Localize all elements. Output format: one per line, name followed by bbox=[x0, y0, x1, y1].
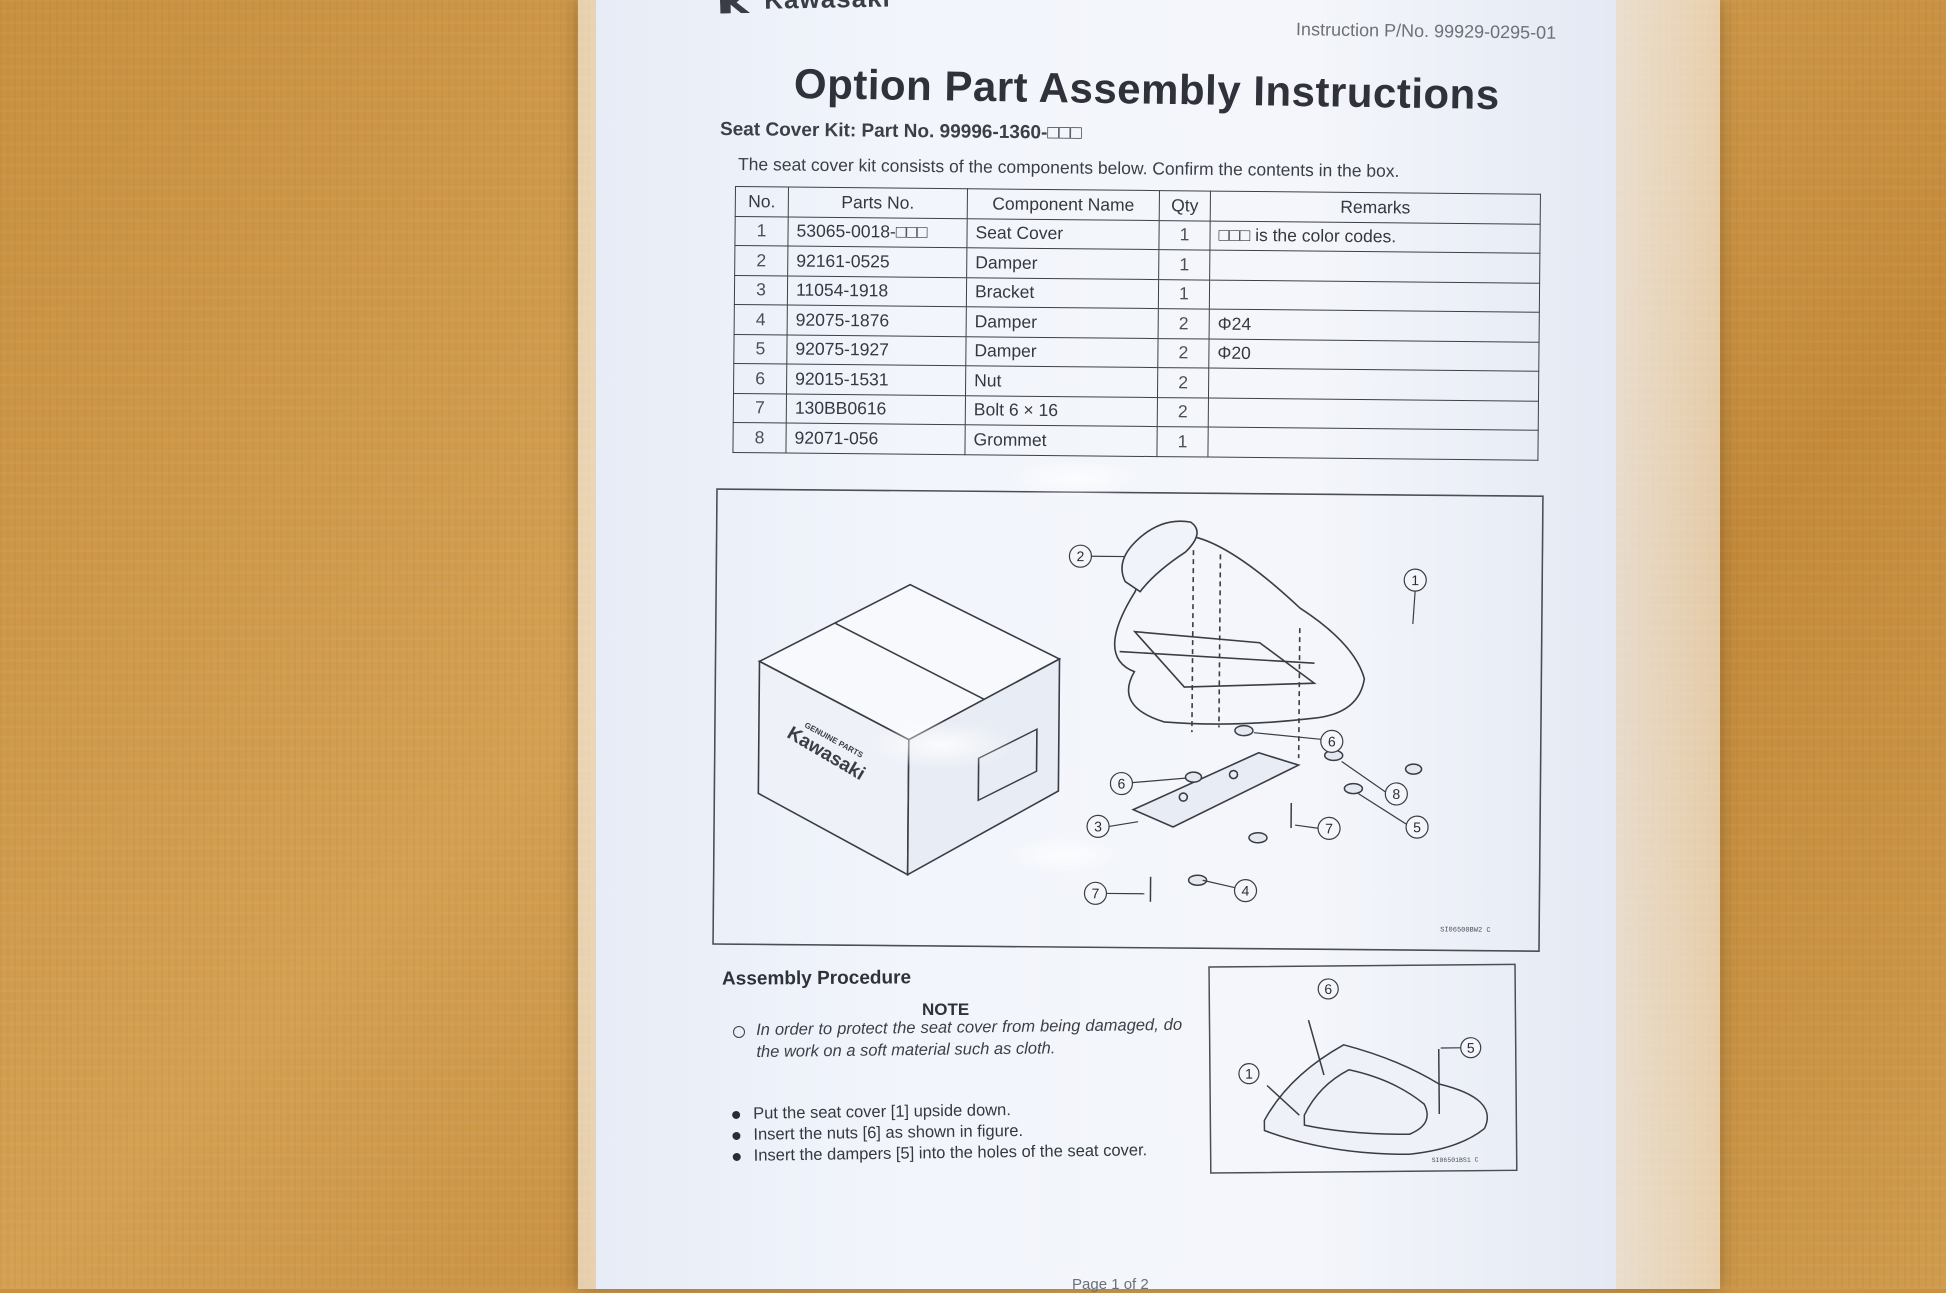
cell-parts-no: 92071-056 bbox=[786, 423, 965, 454]
svg-text:3: 3 bbox=[1094, 818, 1102, 834]
cell-qty: 1 bbox=[1159, 220, 1210, 250]
callout-5: 5 bbox=[1441, 1038, 1481, 1058]
cell-parts-no: 92075-1876 bbox=[787, 305, 966, 336]
kit-part-number: Seat Cover Kit: Part No. 99996-1360-□□□ bbox=[720, 119, 1082, 145]
callout-7a: 7 bbox=[1295, 817, 1340, 839]
cell-component-name: Nut bbox=[966, 366, 1158, 397]
page-title: Option Part Assembly Instructions bbox=[794, 60, 1500, 119]
cell-no: 7 bbox=[733, 393, 786, 423]
seat-cover-upside-down-figure: 6 5 1 SI06501BS1 C bbox=[1208, 963, 1518, 1174]
instruction-number: Instruction P/No. 99929-0295-01 bbox=[1296, 19, 1556, 44]
bullet-icon bbox=[733, 1152, 741, 1160]
instruction-sheet: Kawasaki Instruction P/No. 99929-0295-01… bbox=[596, 0, 1616, 1289]
parts-table: No. Parts No. Component Name Qty Remarks… bbox=[732, 186, 1541, 460]
cell-component-name: Damper bbox=[966, 307, 1158, 338]
page-footer: Page 1 of 2 bbox=[1072, 1276, 1149, 1293]
cell-parts-no: 92161-0525 bbox=[788, 246, 967, 277]
cell-component-name: Damper bbox=[966, 336, 1158, 367]
cell-component-name: Grommet bbox=[965, 425, 1157, 456]
svg-text:6: 6 bbox=[1328, 733, 1336, 749]
cell-remarks bbox=[1210, 250, 1540, 283]
cell-qty: 2 bbox=[1158, 338, 1209, 368]
cell-qty: 1 bbox=[1157, 427, 1208, 457]
callout-4: 4 bbox=[1202, 879, 1256, 901]
cell-qty: 1 bbox=[1158, 279, 1209, 309]
cell-qty: 2 bbox=[1157, 368, 1208, 398]
cell-component-name: Bolt 6 × 16 bbox=[965, 395, 1157, 426]
header-no: No. bbox=[735, 187, 788, 217]
header-qty: Qty bbox=[1159, 191, 1210, 221]
bracket-illustration bbox=[1133, 752, 1299, 828]
cell-parts-no: 130BB0616 bbox=[786, 394, 965, 425]
brand-mark-icon bbox=[720, 0, 750, 14]
small-figure-code: SI06501BS1 C bbox=[1432, 1157, 1479, 1164]
header-remarks: Remarks bbox=[1210, 191, 1540, 224]
cell-remarks bbox=[1209, 280, 1539, 313]
svg-text:6: 6 bbox=[1117, 776, 1125, 792]
cell-component-name: Seat Cover bbox=[967, 218, 1159, 249]
cell-parts-no: 53065-0018-□□□ bbox=[788, 217, 967, 248]
note-text: In order to protect the seat cover from … bbox=[756, 1014, 1183, 1063]
header-parts-no: Parts No. bbox=[788, 187, 967, 218]
cell-remarks bbox=[1208, 398, 1538, 431]
cell-no: 2 bbox=[735, 246, 788, 276]
cell-remarks: Φ24 bbox=[1209, 309, 1539, 342]
figure-code: SI06500BW2 C bbox=[1440, 926, 1490, 934]
intro-text: The seat cover kit consists of the compo… bbox=[738, 154, 1400, 182]
note-bullet-icon bbox=[733, 1026, 745, 1038]
cell-remarks: Φ20 bbox=[1209, 339, 1539, 372]
step-text: Insert the dampers [5] into the holes of… bbox=[754, 1141, 1148, 1165]
svg-text:7: 7 bbox=[1325, 820, 1333, 836]
svg-text:8: 8 bbox=[1392, 786, 1400, 802]
brand-logo: Kawasaki bbox=[720, 0, 891, 16]
step-text: Put the seat cover [1] upside down. bbox=[753, 1101, 1011, 1124]
cell-component-name: Damper bbox=[967, 248, 1159, 279]
callout-6: 6 bbox=[1318, 979, 1338, 999]
cell-remarks: □□□ is the color codes. bbox=[1210, 221, 1540, 254]
brand-name: Kawasaki bbox=[764, 0, 891, 15]
step-text: Insert the nuts [6] as shown in figure. bbox=[753, 1122, 1023, 1145]
cell-no: 4 bbox=[734, 304, 787, 334]
cell-no: 8 bbox=[733, 422, 786, 452]
callout-1: 1 bbox=[1404, 569, 1426, 624]
callout-3: 3 bbox=[1087, 815, 1138, 837]
cell-parts-no: 92075-1927 bbox=[787, 335, 966, 366]
callout-1: 1 bbox=[1239, 1064, 1259, 1084]
cell-qty: 2 bbox=[1158, 309, 1209, 339]
callout-2: 2 bbox=[1069, 545, 1125, 567]
svg-text:5: 5 bbox=[1413, 819, 1421, 835]
callout-7b: 7 bbox=[1084, 882, 1144, 905]
svg-text:7: 7 bbox=[1092, 885, 1100, 901]
cell-remarks bbox=[1208, 368, 1538, 401]
list-item: Insert the dampers [5] into the holes of… bbox=[733, 1140, 1148, 1167]
svg-text:1: 1 bbox=[1411, 572, 1419, 588]
bullet-icon bbox=[732, 1131, 740, 1139]
svg-text:6: 6 bbox=[1324, 981, 1332, 997]
cell-no: 6 bbox=[734, 363, 787, 393]
cell-remarks bbox=[1208, 427, 1538, 460]
exploded-view-figure: GENUINE PARTS Kawasaki bbox=[712, 488, 1544, 952]
svg-text:5: 5 bbox=[1467, 1040, 1475, 1056]
svg-text:1: 1 bbox=[1245, 1066, 1253, 1082]
cell-component-name: Bracket bbox=[966, 277, 1158, 308]
procedure-steps: Put the seat cover [1] upside down. Inse… bbox=[732, 1098, 1147, 1167]
header-component-name: Component Name bbox=[967, 189, 1159, 220]
svg-text:2: 2 bbox=[1076, 548, 1084, 564]
bullet-icon bbox=[732, 1110, 740, 1118]
cell-parts-no: 92015-1531 bbox=[787, 364, 966, 395]
cell-no: 1 bbox=[735, 216, 788, 246]
cell-qty: 2 bbox=[1157, 397, 1208, 427]
svg-text:4: 4 bbox=[1242, 883, 1250, 899]
cell-qty: 1 bbox=[1159, 250, 1210, 280]
cell-no: 5 bbox=[734, 334, 787, 364]
cell-no: 3 bbox=[734, 275, 787, 305]
procedure-title: Assembly Procedure bbox=[722, 967, 911, 990]
cell-parts-no: 11054-1918 bbox=[787, 276, 966, 307]
